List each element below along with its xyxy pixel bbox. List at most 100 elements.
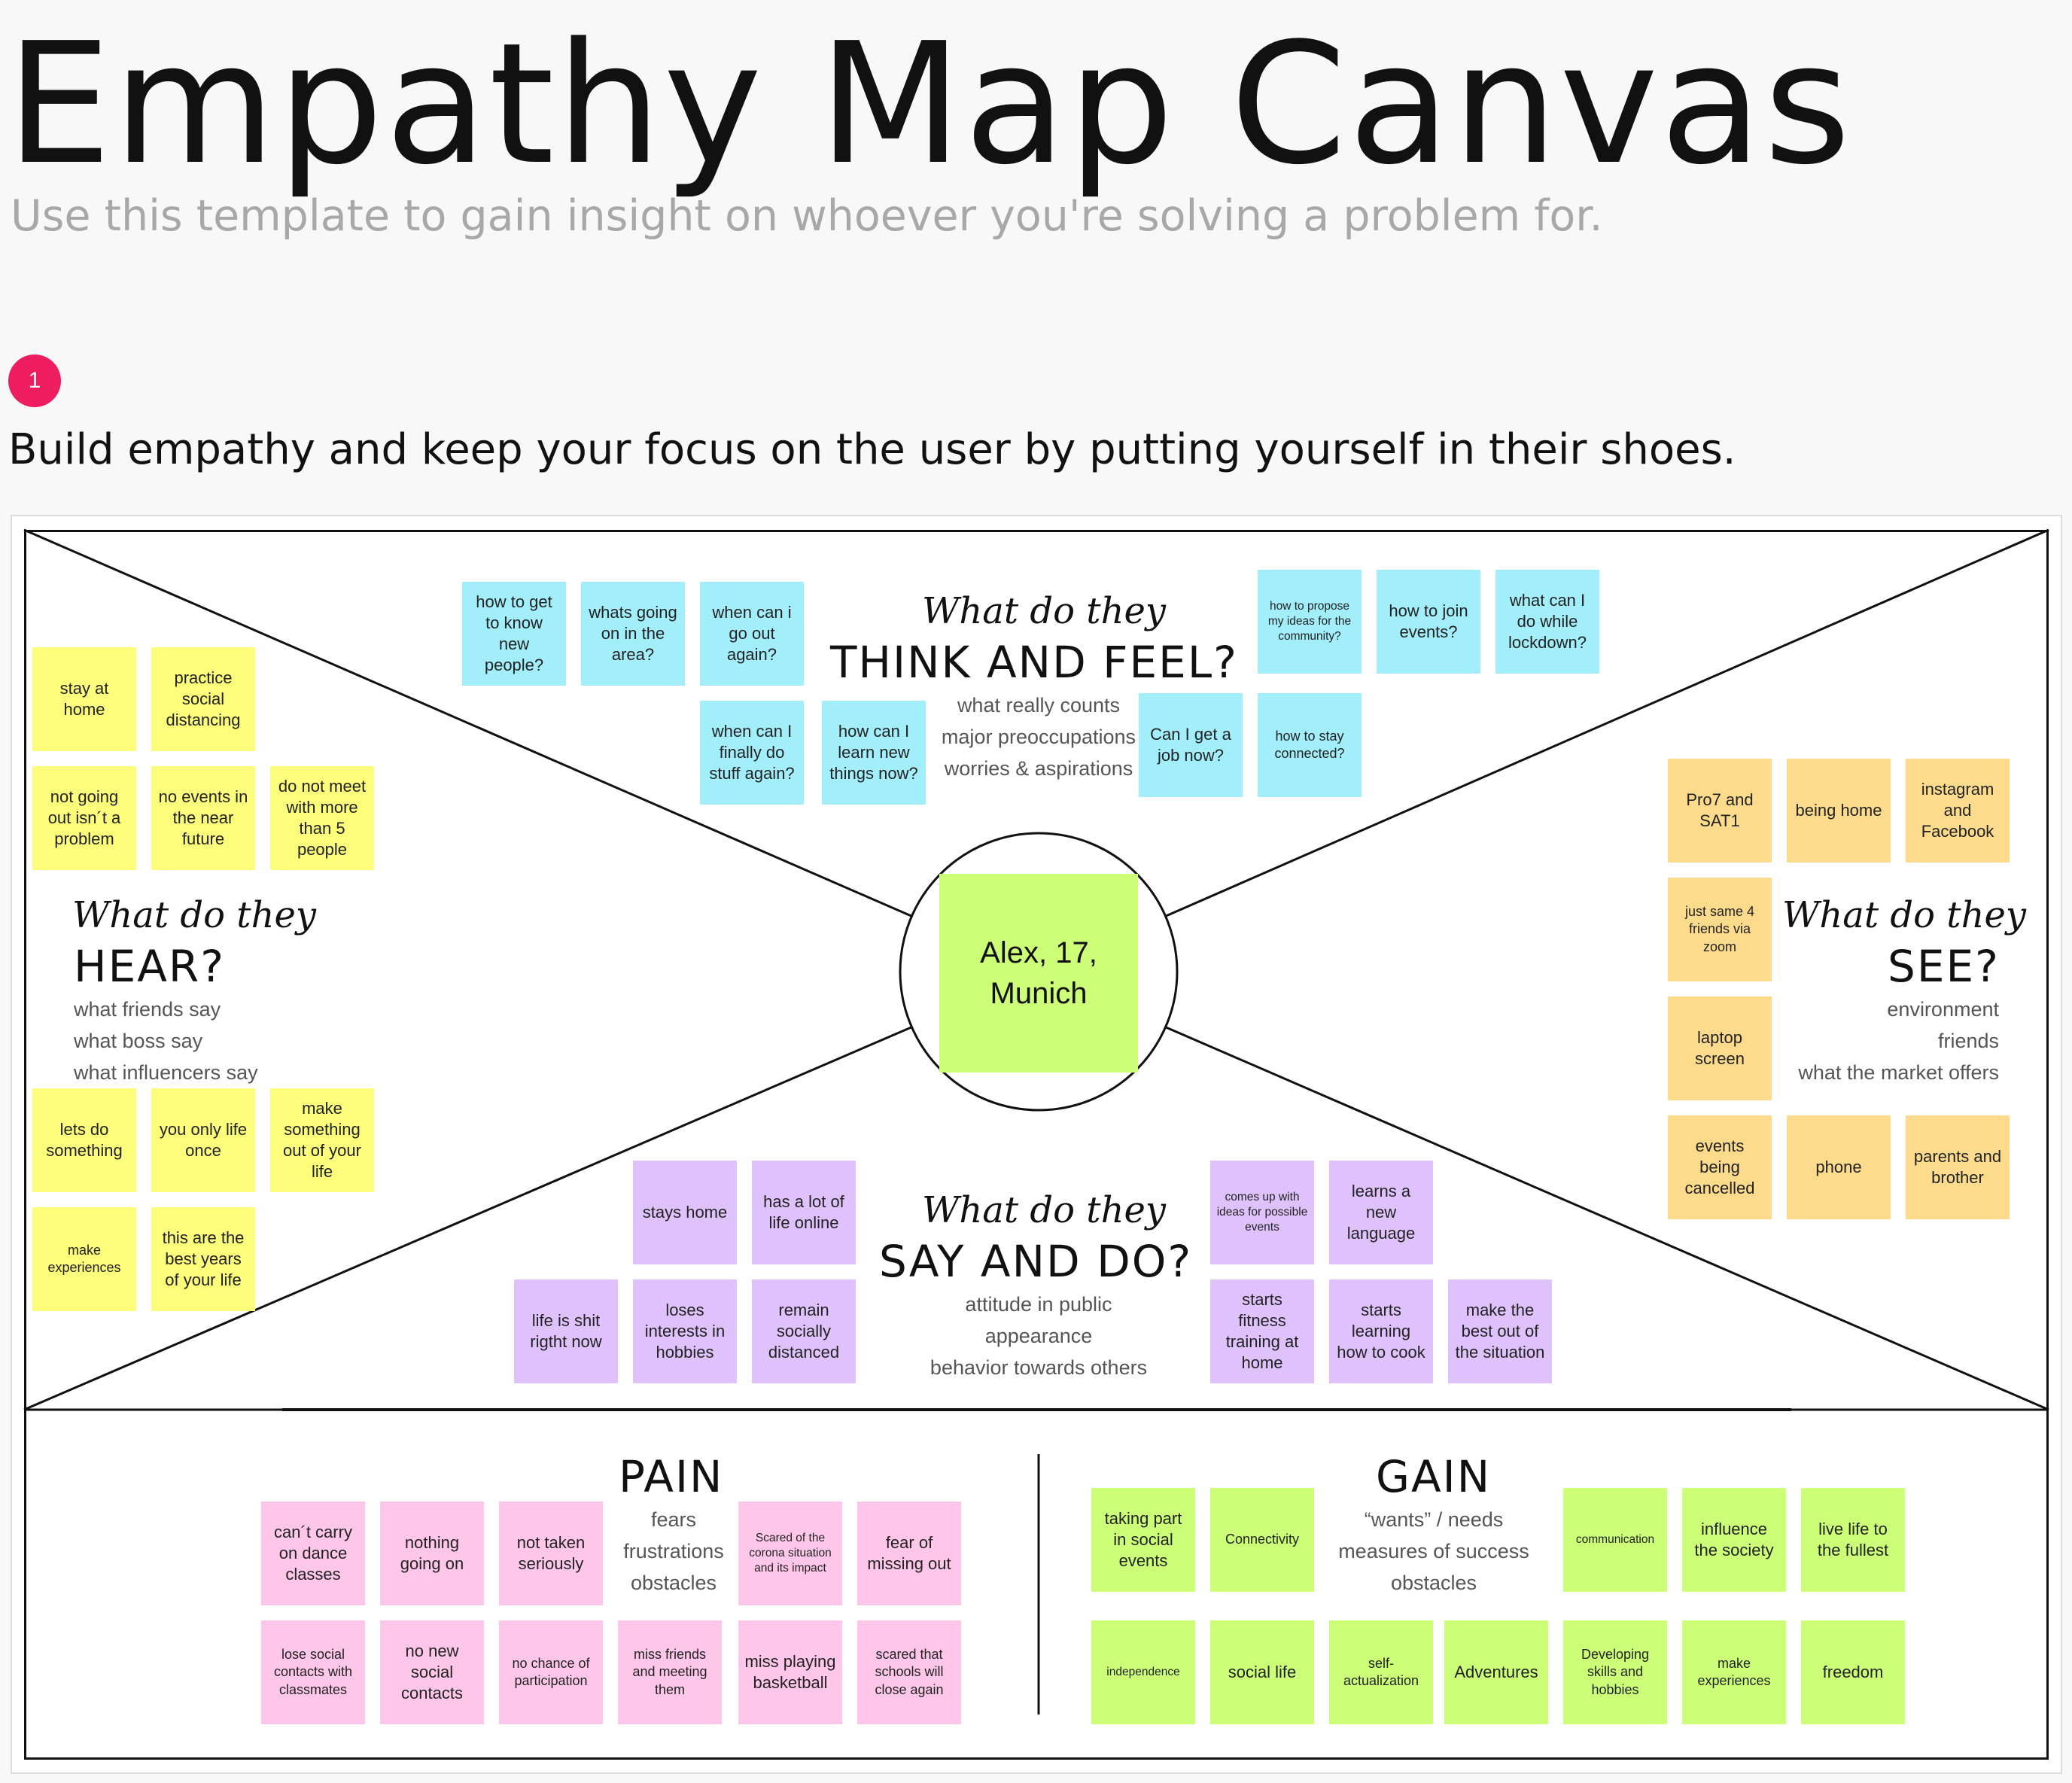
see-note[interactable]: laptop screen: [1668, 996, 1772, 1100]
think-prompt: what really counts: [957, 694, 1121, 717]
say-lead: What do they: [922, 1189, 1167, 1231]
hear-note[interactable]: this are the best years of your life: [151, 1207, 255, 1311]
pain-note[interactable]: no new social contacts: [380, 1620, 484, 1724]
think-note[interactable]: how can I learn new things now?: [822, 701, 926, 805]
gain-note[interactable]: social life: [1210, 1620, 1314, 1724]
pain-prompt: fears: [650, 1508, 697, 1531]
gain-note[interactable]: communication: [1563, 1488, 1667, 1592]
step-badge: 1: [8, 354, 61, 407]
say-note[interactable]: make the best out of the situation: [1448, 1279, 1552, 1383]
diagonal-top-left: [23, 528, 914, 918]
hear-heading: HEAR?: [74, 941, 226, 992]
say-prompts: attitude in public appearance behavior t…: [918, 1289, 1159, 1383]
hear-prompt: what boss say: [74, 1030, 203, 1052]
gain-prompts: “wants” / needs measures of success obst…: [1325, 1504, 1543, 1599]
say-prompt: behavior towards others: [930, 1356, 1148, 1379]
hear-prompt: what friends say: [74, 998, 221, 1021]
gain-prompt: obstacles: [1390, 1572, 1477, 1594]
gain-note[interactable]: influence the society: [1682, 1488, 1786, 1592]
hear-note[interactable]: practice social distancing: [151, 647, 255, 751]
pain-note[interactable]: no chance of participation: [499, 1620, 603, 1724]
pain-note[interactable]: lose social contacts with classmates: [261, 1620, 365, 1724]
see-heading: SEE?: [1888, 941, 2000, 992]
pain-prompt: frustrations: [623, 1540, 724, 1562]
think-note[interactable]: how to stay connected?: [1258, 693, 1362, 797]
think-heading: THINK AND FEEL?: [830, 637, 1238, 688]
see-note[interactable]: being home: [1787, 759, 1891, 863]
pain-note[interactable]: scared that schools will close again: [857, 1620, 961, 1724]
hear-prompt: what influencers say: [74, 1061, 258, 1084]
page-title: Empathy Map Canvas: [6, 8, 1853, 202]
say-note[interactable]: learns a new language: [1329, 1161, 1433, 1264]
say-note[interactable]: stays home: [633, 1161, 737, 1264]
see-prompt: environment: [1887, 998, 1999, 1021]
gain-note[interactable]: Connectivity: [1210, 1488, 1314, 1592]
see-note[interactable]: Pro7 and SAT1: [1668, 759, 1772, 863]
page-subtitle: Use this template to gain insight on who…: [11, 191, 1603, 241]
say-note[interactable]: starts fitness training at home: [1210, 1279, 1314, 1383]
pain-prompt: obstacles: [630, 1572, 717, 1594]
gain-note[interactable]: Adventures: [1444, 1620, 1548, 1724]
say-note[interactable]: has a lot of life online: [752, 1161, 856, 1264]
hear-note[interactable]: you only life once: [151, 1088, 255, 1192]
see-prompt: what the market offers: [1798, 1061, 1999, 1084]
gain-note[interactable]: freedom: [1801, 1620, 1905, 1724]
diagonal-bottom-right: [1164, 1025, 2049, 1411]
gain-note[interactable]: live life to the fullest: [1801, 1488, 1905, 1592]
hear-note[interactable]: no events in the near future: [151, 766, 255, 870]
pain-note[interactable]: miss friends and meeting them: [618, 1620, 722, 1724]
think-note[interactable]: when can I finally do stuff again?: [700, 701, 804, 805]
hear-note[interactable]: not going out isn´t a problem: [32, 766, 136, 870]
diagonal-bottom-left: [23, 1025, 914, 1411]
gain-note[interactable]: self-actualization: [1329, 1620, 1433, 1724]
say-note[interactable]: comes up with ideas for possible events: [1210, 1161, 1314, 1264]
think-note[interactable]: Can I get a job now?: [1139, 693, 1243, 797]
hear-note[interactable]: lets do something: [32, 1088, 136, 1192]
think-note[interactable]: how to propose my ideas for the communit…: [1258, 570, 1362, 674]
see-note[interactable]: parents and brother: [1906, 1115, 2010, 1219]
step-instruction: Build empathy and keep your focus on the…: [8, 425, 1736, 474]
gain-note[interactable]: taking part in social events: [1091, 1488, 1195, 1592]
say-note[interactable]: remain socially distanced: [752, 1279, 856, 1383]
gain-note[interactable]: make experiences: [1682, 1620, 1786, 1724]
hear-lead: What do they: [72, 894, 317, 936]
diagonal-top-right: [1164, 528, 2049, 918]
pain-note[interactable]: miss playing basketball: [738, 1620, 842, 1724]
pain-heading: PAIN: [619, 1451, 724, 1502]
see-note[interactable]: instagram and Facebook: [1906, 759, 2010, 863]
see-note[interactable]: events being cancelled: [1668, 1115, 1772, 1219]
gain-prompt: measures of success: [1338, 1540, 1529, 1562]
pain-note[interactable]: Scared of the corona situation and its i…: [738, 1502, 842, 1605]
gain-note[interactable]: independence: [1091, 1620, 1195, 1724]
pain-note[interactable]: can´t carry on dance classes: [261, 1502, 365, 1605]
pain-note[interactable]: not taken seriously: [499, 1502, 603, 1605]
think-prompt: major preoccupations: [941, 726, 1136, 748]
pain-note[interactable]: nothing going on: [380, 1502, 484, 1605]
say-prompt: attitude in public: [965, 1293, 1112, 1316]
gain-prompt: “wants” / needs: [1364, 1508, 1504, 1531]
gain-note[interactable]: Developing skills and hobbies: [1563, 1620, 1667, 1724]
pain-prompts: fears frustrations obstacles: [613, 1504, 734, 1599]
see-prompt: friends: [1937, 1030, 1999, 1052]
think-lead: What do they: [922, 590, 1167, 632]
say-note[interactable]: starts learning how to cook: [1329, 1279, 1433, 1383]
hear-note[interactable]: do not meet with more than 5 people: [270, 766, 374, 870]
think-prompt: worries & aspirations: [944, 757, 1133, 780]
hear-note[interactable]: stay at home: [32, 647, 136, 751]
think-note[interactable]: whats going on in the area?: [581, 582, 685, 686]
hear-note[interactable]: make experiences: [32, 1207, 136, 1311]
see-note[interactable]: just same 4 friends via zoom: [1668, 878, 1772, 981]
pain-note[interactable]: fear of missing out: [857, 1502, 961, 1605]
say-note[interactable]: loses interests in hobbies: [633, 1279, 737, 1383]
persona-note[interactable]: Alex, 17, Munich: [939, 874, 1138, 1073]
think-note[interactable]: what can I do while lockdown?: [1495, 570, 1599, 674]
think-note[interactable]: how to join events?: [1377, 570, 1480, 674]
hear-note[interactable]: make something out of your life: [270, 1088, 374, 1192]
think-prompts: what really counts major preoccupations …: [933, 689, 1144, 784]
think-note[interactable]: when can i go out again?: [700, 582, 804, 686]
say-heading: SAY AND DO?: [879, 1236, 1193, 1287]
see-note[interactable]: phone: [1787, 1115, 1891, 1219]
say-prompt: appearance: [984, 1325, 1093, 1347]
think-note[interactable]: how to get to know new people?: [462, 582, 566, 686]
say-note[interactable]: life is shit rigtht now: [514, 1279, 618, 1383]
